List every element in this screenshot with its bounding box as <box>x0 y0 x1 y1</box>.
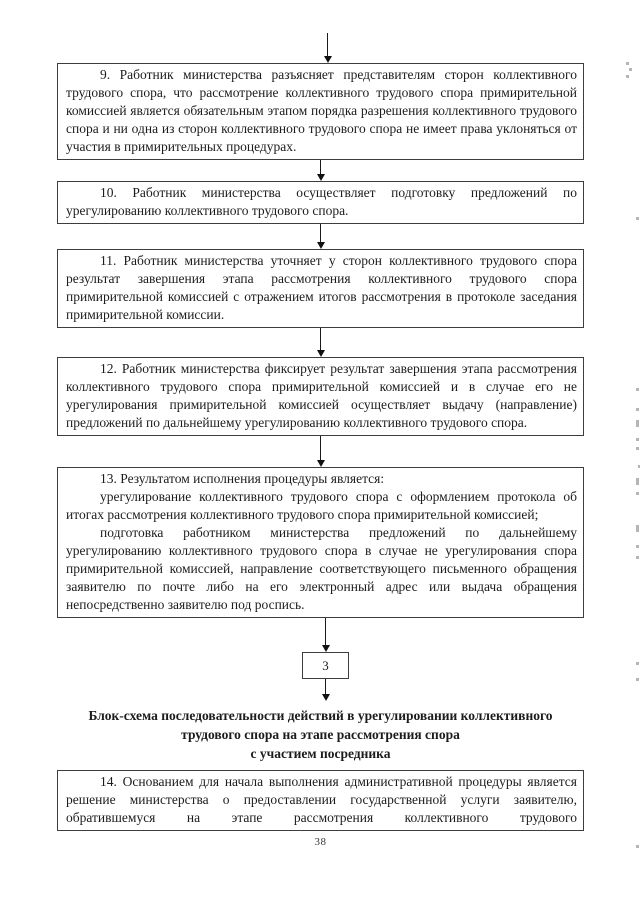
flow-step-9-text: 9. Работник министерства разъясняет пред… <box>66 67 577 154</box>
scan-artifact-mark <box>629 68 632 71</box>
page-connector-label: 3 <box>322 657 329 673</box>
scan-artifact-mark <box>636 408 639 411</box>
arrow-shaft <box>325 618 326 646</box>
flow-arrow-connector-title <box>62 679 589 701</box>
flow-step-14-box: 14. Основанием для начала выполнения адм… <box>57 770 584 831</box>
section-title-line-3: с участием посредника <box>250 746 391 761</box>
scan-artifact-mark <box>636 545 639 548</box>
arrow-shaft <box>320 224 321 243</box>
flow-step-12-box: 12. Работник министерства фиксирует резу… <box>57 357 584 436</box>
flow-step-10-text: 10. Работник министерства осуществляет п… <box>66 185 577 218</box>
arrow-down-icon <box>321 694 330 701</box>
flow-step-13-item-2: подготовка работником министерства предл… <box>66 525 577 612</box>
arrow-down-icon <box>323 56 332 63</box>
flow-arrow-top <box>64 33 591 63</box>
arrow-shaft <box>327 33 328 57</box>
flow-arrow-11-12 <box>57 328 584 357</box>
scan-artifact-mark <box>636 678 639 681</box>
arrow-down-icon <box>321 645 330 652</box>
scan-artifact-mark <box>638 465 640 468</box>
arrow-down-icon <box>316 350 325 357</box>
scan-artifact-mark <box>636 478 639 485</box>
scan-artifact-mark <box>636 438 639 441</box>
flow-step-9-box: 9. Работник министерства разъясняет пред… <box>57 63 584 160</box>
section-title-line-1: Блок-схема последовательности действий в… <box>88 708 553 723</box>
flow-step-14-text: 14. Основанием для начала выполнения адм… <box>66 774 577 825</box>
scan-artifact-mark <box>636 525 639 532</box>
arrow-down-icon <box>316 174 325 181</box>
scan-artifact-mark <box>636 492 639 495</box>
flow-arrow-13-connector <box>62 618 589 652</box>
flow-step-13-intro: 13. Результатом исполнения процедуры явл… <box>100 471 385 486</box>
arrow-shaft <box>325 679 326 695</box>
page-connector-box: 3 <box>302 652 349 679</box>
flowchart-column: 9. Работник министерства разъясняет пред… <box>57 0 584 848</box>
flow-step-13-box: 13. Результатом исполнения процедуры явл… <box>57 467 584 618</box>
flow-arrow-12-13 <box>57 436 584 467</box>
scan-artifact-mark <box>636 662 639 665</box>
flow-step-10-box: 10. Работник министерства осуществляет п… <box>57 181 584 224</box>
scan-artifact-mark <box>626 62 629 65</box>
arrow-down-icon <box>316 242 325 249</box>
arrow-shaft <box>320 160 321 175</box>
scan-artifact-mark <box>636 388 639 391</box>
flow-arrow-10-11 <box>57 224 584 249</box>
scan-artifact-mark <box>636 217 639 220</box>
section-title: Блок-схема последовательности действий в… <box>57 706 584 763</box>
arrow-shaft <box>320 328 321 351</box>
flow-step-13-item-1: урегулирование коллективного трудового с… <box>66 489 577 522</box>
section-title-line-2: трудового спора на этапе рассмотрения сп… <box>181 727 460 742</box>
flow-step-12-text: 12. Работник министерства фиксирует резу… <box>66 361 577 430</box>
scan-artifact-mark <box>636 845 639 848</box>
scan-artifact-mark <box>636 447 639 450</box>
arrow-shaft <box>320 436 321 461</box>
page-number: 38 <box>314 836 327 848</box>
flow-step-11-text: 11. Работник министерства уточняет у сто… <box>66 253 577 322</box>
flow-step-11-box: 11. Работник министерства уточняет у сто… <box>57 249 584 328</box>
scan-artifact-mark <box>626 75 629 78</box>
scan-artifact-mark <box>636 420 639 427</box>
arrow-down-icon <box>316 460 325 467</box>
flow-arrow-9-10 <box>57 160 584 181</box>
scan-artifact-mark <box>636 556 639 559</box>
